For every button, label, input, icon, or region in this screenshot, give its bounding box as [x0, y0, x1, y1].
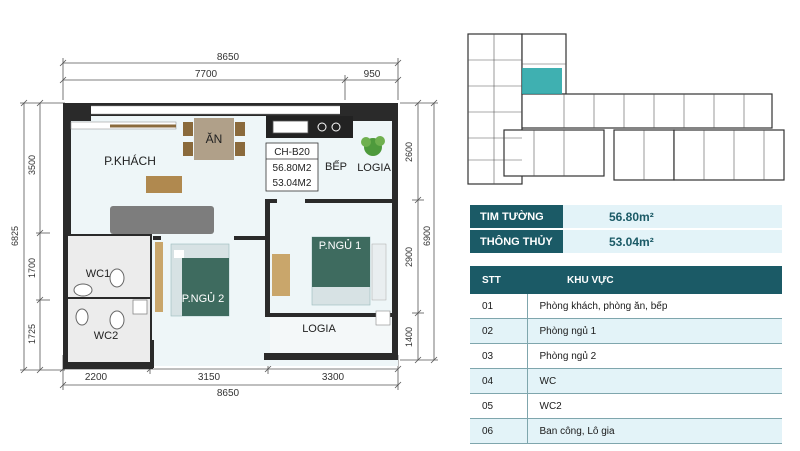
loggia-appliance — [375, 310, 391, 326]
dim-top-right: 950 — [364, 69, 381, 80]
row-number: 05 — [470, 393, 527, 419]
dim-right-bottom: 1400 — [404, 327, 414, 347]
summary-row-gross: TIM TƯỜNG 56.80m² — [470, 205, 782, 228]
wardrobe-bedroom1 — [272, 254, 290, 296]
room-label-dining: ĂN — [206, 131, 223, 146]
row-number: 06 — [470, 418, 527, 444]
dimension-left — [20, 99, 65, 374]
table-row: 04 WC — [470, 368, 782, 394]
shower-tray-icon — [132, 299, 148, 315]
row-number: 02 — [470, 318, 527, 344]
bed-bedroom2 — [170, 243, 230, 317]
dim-top-total: 8650 — [217, 52, 240, 63]
dim-bottom-left: 2200 — [85, 372, 108, 383]
dim-right-mid: 2900 — [404, 247, 414, 267]
dim-right-top: 2600 — [404, 142, 414, 162]
key-plan-blocks — [467, 33, 785, 185]
row-area: Ban công, Lô gia — [526, 418, 782, 444]
dim-left-bottom: 1725 — [27, 324, 37, 344]
column-header-stt: STT — [470, 266, 527, 294]
toilet-icon — [109, 268, 125, 330]
stove-icon — [317, 122, 341, 132]
summary-value: 56.80m² — [563, 205, 782, 228]
row-number: 04 — [470, 368, 527, 394]
row-area: WC — [526, 368, 782, 394]
dim-left-total: 6825 — [10, 226, 20, 246]
table-row: 02 Phòng ngủ 1 — [470, 318, 782, 344]
summary-value: 53.04m² — [563, 230, 782, 253]
row-area: Phòng ngủ 1 — [526, 318, 782, 344]
table-row: 05 WC2 — [470, 393, 782, 419]
row-area: WC2 — [526, 393, 782, 419]
building-key-plan — [467, 33, 785, 185]
room-label-kitchen: BẾP — [325, 160, 347, 173]
interior-walls — [153, 199, 397, 317]
floor-plan: 8650 7700 950 2200 3150 3300 8650 6825 3… — [10, 52, 438, 399]
dim-bottom-right: 3300 — [322, 372, 345, 383]
unit-area-1: 56.80M2 — [273, 163, 312, 174]
room-label-bedroom1: P.NGỦ 1 — [319, 239, 362, 252]
row-number: 03 — [470, 343, 527, 369]
loggia-floor — [270, 317, 392, 353]
unit-area-2: 53.04M2 — [273, 178, 312, 189]
kitchen-sink-icon — [272, 120, 309, 134]
room-label-bedroom2: P.NGỦ 2 — [182, 292, 225, 305]
room-label-wc1: WC1 — [86, 268, 110, 280]
key-plan-partitions — [468, 34, 765, 184]
area-summary: TIM TƯỜNG 56.80m² THÔNG THỦY 53.04m² — [470, 205, 782, 255]
column-header-area: KHU VỰC — [527, 266, 782, 294]
rooms-table: STT KHU VỰC 01 Phòng khách, phòng ăn, bế… — [470, 266, 782, 444]
bed-bedroom1 — [311, 236, 387, 306]
room-label-living: P.KHÁCH — [104, 153, 156, 168]
room-label-wc2: WC2 — [94, 330, 118, 342]
sofa — [110, 206, 214, 234]
table-row: 06 Ban công, Lô gia — [470, 418, 782, 444]
key-plan-highlight — [522, 68, 562, 94]
unit-code: CH-B20 — [274, 147, 310, 158]
dim-right-total: 6900 — [422, 226, 432, 246]
dim-top-left: 7700 — [195, 69, 218, 80]
table-row: 01 Phòng khách, phòng ăn, bếp — [470, 294, 782, 319]
table-header-row: STT KHU VỰC — [470, 266, 782, 294]
row-area: Phòng ngủ 2 — [526, 343, 782, 369]
dim-left-mid: 1700 — [27, 258, 37, 278]
summary-label: TIM TƯỜNG — [470, 205, 563, 228]
unit-info-box — [265, 142, 319, 192]
row-area: Phòng khách, phòng ăn, bếp — [526, 294, 782, 319]
room-label-loggia-top: LOGIA — [357, 162, 391, 174]
coffee-table — [146, 176, 182, 193]
dining-set — [183, 118, 245, 160]
dimension-right — [400, 99, 438, 364]
dim-bottom-mid: 3150 — [198, 372, 221, 383]
summary-label: THÔNG THỦY — [470, 230, 563, 253]
dim-left-top: 3500 — [27, 155, 37, 175]
table-row: 03 Phòng ngủ 2 — [470, 343, 782, 369]
summary-row-net: THÔNG THỦY 53.04m² — [470, 230, 782, 253]
sink-icon — [73, 283, 93, 326]
wardrobe-bedroom2 — [155, 242, 163, 312]
dimension-top — [59, 58, 402, 100]
plant-icon — [361, 136, 385, 156]
room-label-loggia-bottom: LOGIA — [302, 323, 336, 335]
row-number: 01 — [470, 294, 527, 319]
dim-bottom-total: 8650 — [217, 388, 240, 399]
